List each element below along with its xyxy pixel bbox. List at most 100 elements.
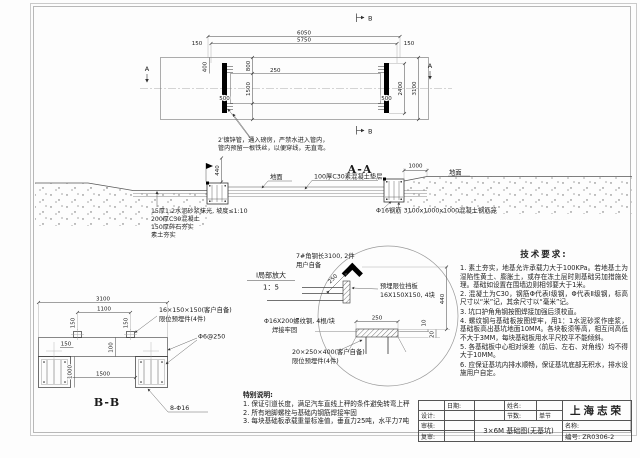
company-name: 上海志荣 <box>562 400 632 421</box>
tech-item: 5. 各基础板中心相对误差（前后、左右、对角线）均不得大于10MM。 <box>460 342 628 360</box>
detail-view <box>247 245 459 387</box>
dim-1500-bb: 1500 <box>96 372 110 378</box>
title-block: 日期: 姓名: 上海志荣 设计: 节数: 单节 审核: 3×6M 基础图(无基坑… <box>418 400 632 442</box>
tech-item: 1. 素土夯实，地基允许承载力大于100KPa。若地基土为湿陷性黄土、膨胀土，或… <box>460 264 628 289</box>
layer-line: 素土夯实 <box>151 232 176 239</box>
section-bb <box>36 300 208 413</box>
tech-item: 2. 混凝土为C30，钢筋Φ代表Ⅰ级钢，Φ代表Ⅱ级钢，标高尺寸以“米”记，其余尺… <box>460 290 628 307</box>
drawing-number: 编号: ZR0306-2 <box>562 430 632 442</box>
dim-3100: 3100 <box>412 81 418 95</box>
section-bb-title: B-B <box>94 396 120 409</box>
pipe-note-line1: 2′镀锌管，通入磅房，严禁水进入管内， <box>218 137 329 144</box>
check-label: 审核: <box>418 420 445 431</box>
dim-20: 20 <box>430 331 436 338</box>
section-marker-a-right: A <box>428 62 433 70</box>
sections-label: 节数: <box>504 410 537 421</box>
date-value <box>474 400 505 411</box>
dim-1500: 1500 <box>246 82 252 96</box>
recheck-value <box>444 430 475 442</box>
rebar-count-label: 8-Φ16 <box>170 405 189 412</box>
section-aa <box>35 156 632 226</box>
layer-line: 200厚C30混凝土 <box>151 216 200 223</box>
person-value <box>536 400 563 411</box>
special-item: 2. 所有地脚螺栓与基础内钢筋焊接牢固 <box>243 408 357 417</box>
embed-note-1: 20×250×400(客户自备) <box>292 347 365 356</box>
plate-note-2: 16X150X150, 4块 <box>380 290 436 299</box>
dim-6050: 6050 <box>297 31 311 37</box>
section-aa-labels: A-A 440 1000 地面 地面 100厚C30素混凝土垫层 Φ16钢筋 3… <box>214 163 498 215</box>
angle-note-1: 7#角钢长3100, 2件 <box>296 251 355 260</box>
dim-3100-bb: 3100 <box>96 297 110 303</box>
pipe-note-line2: 管内预留一根铁丝，以便穿线，无直弯。 <box>218 145 330 153</box>
name-label: 名称: <box>562 420 632 431</box>
titleblock-cell-empty <box>474 410 505 421</box>
section-marker-b-bottom: B <box>368 128 372 136</box>
recheck-label: 复审: <box>418 430 445 442</box>
person-label: 姓名: <box>504 400 537 411</box>
detail-scale: 1：5 <box>263 284 279 292</box>
pavement-layers-note: 15厚1:2水泥砂浆抹光, 坡度≤1:10 200厚C30混凝土 150厚碎石夯… <box>151 208 277 240</box>
dim-5750: 5750 <box>297 38 311 44</box>
dim-150-h: 150 <box>61 342 72 348</box>
tech-item: 6. 应保证基坑内排水顺畅，保证基坑底部无积水，排水设施用户自定。 <box>460 360 628 377</box>
detail-title: Ⅰ局部放大 <box>256 271 286 280</box>
plan-labels: 6050 5750 150 150 800 1500 250 400 500 5… <box>145 15 433 136</box>
angle-note-2: 用户自备 <box>296 260 322 269</box>
section-marker-b-top: B <box>368 15 372 23</box>
sheet-frame <box>30 3 637 436</box>
dim-500-left: 500 <box>219 96 230 102</box>
drawing-number-value: ZR0306-2 <box>582 433 615 441</box>
special-item: 3. 每块基础板承载重量标准值，垂直力25吨，水平力7吨 <box>243 416 410 425</box>
special-notes-title: 特别说明: <box>243 391 273 399</box>
bedding-label: 100厚C30素混凝土垫层 <box>314 172 383 181</box>
technical-requirements-title: 技术要求: <box>520 250 568 260</box>
dim-400: 400 <box>203 61 209 72</box>
dim-250-plate: 250 <box>372 316 383 322</box>
dim-10: 10 <box>422 319 428 326</box>
sections-value: 单节 <box>536 410 563 421</box>
layer-line: 15厚1:2水泥砂浆抹光, 坡度≤1:10 <box>151 208 248 215</box>
detail-labels: Ⅰ局部放大 1：5 7#角钢长3100, 2件 用户自备 250 预埋限位挡板 … <box>256 251 447 365</box>
titleblock-cell-empty <box>418 400 445 411</box>
dim-100: 100 <box>109 342 115 353</box>
layer-line: 150厚碎石夯实 <box>151 224 194 231</box>
dim-440: 440 <box>215 165 221 176</box>
special-notes: 特别说明: 1. 保证引道长度，满足汽车直线上秤的条件避免转弯上秤 2. 所有地… <box>243 391 440 425</box>
ground-label-right: 地面 <box>449 168 462 177</box>
dim-150-left: 150 <box>192 41 203 47</box>
dim-150-left-bb: 150 <box>71 317 77 328</box>
technical-requirements: 技术要求: 1. 素土夯实，地基允许承载力大于100KPa。若地基土为湿陷性黄土… <box>460 251 628 378</box>
drawing-number-label: 编号: <box>565 433 581 441</box>
bb-plate-note-1: 16×150×150(客户自备) <box>159 305 232 314</box>
pipe-note: 2′镀锌管，通入磅房，严禁水进入管内， 管内预留一根铁丝，以便穿线，无直弯。 <box>218 137 354 153</box>
ground-label-left: 地面 <box>270 172 283 181</box>
plate-note-1: 预埋限位挡板 <box>380 281 418 290</box>
dim-2400: 2400 <box>398 81 404 95</box>
stirrup-label: Φ6@250 <box>198 333 225 341</box>
section-marker-a-left: A <box>145 65 150 73</box>
cage-label: Φ16钢筋 3100x1000x1000混凝土钢筋笼 <box>376 206 498 215</box>
design-value <box>444 410 475 421</box>
section-bb-labels: 3100 1100 150 150 150 100 1000 1500 16×1… <box>60 297 232 413</box>
dim-150-right: 150 <box>404 41 415 47</box>
dim-1000-bb: 1000 <box>68 365 74 379</box>
dim-1100: 1100 <box>97 307 111 313</box>
bb-plate-note-2: 限位预埋件(4件) <box>159 314 206 323</box>
dim-1000: 1000 <box>409 164 423 170</box>
embed-note-2: 限位预埋件(4件) <box>292 356 339 365</box>
special-item: 1. 保证引道长度，满足汽车直线上秤的条件避免转弯上秤 <box>243 400 410 409</box>
check-value <box>444 420 475 431</box>
dim-250-diag: 250 <box>327 273 339 285</box>
dim-440-detail: 440 <box>440 293 446 304</box>
tech-item: 3. 坑口护角角钢按图焊接加强后须校直。 <box>460 307 581 316</box>
tech-item: 4. 螺纹钢与基础板按图焊牢，用1：1水泥砂浆作座浆，基础板高出基坑地面10MM… <box>460 317 628 342</box>
dim-500-right: 500 <box>381 96 392 102</box>
section-aa-title: A-A <box>347 163 373 176</box>
date-label: 日期: <box>444 400 475 411</box>
dim-800: 800 <box>246 60 252 71</box>
design-label: 设计: <box>418 410 445 421</box>
rebar-note-1: Φ16X200螺纹钢, 4根/块 <box>264 316 336 325</box>
dim-250: 250 <box>270 68 281 74</box>
